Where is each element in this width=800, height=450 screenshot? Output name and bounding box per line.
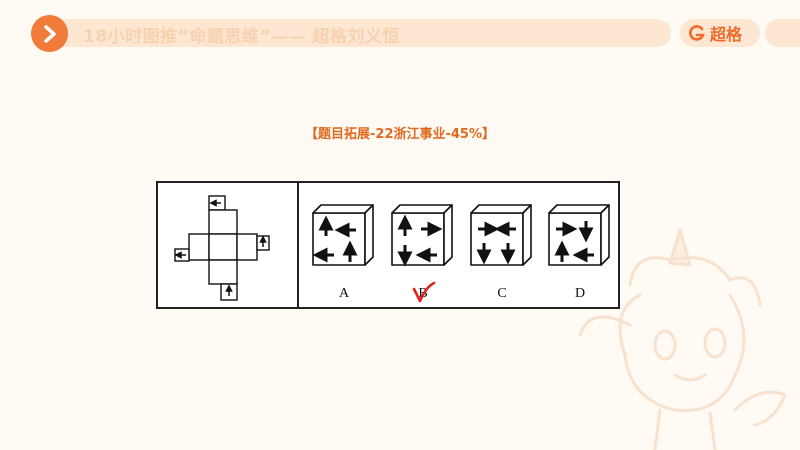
next-button[interactable] [31,15,68,52]
cube-net [174,195,270,301]
option-b-arrows [397,214,443,267]
net-arrows [174,199,267,296]
brand-pill [680,19,760,47]
option-a-label: A [339,286,350,301]
brand-logo: 超格 [688,20,742,46]
check-mark-icon [412,281,436,303]
brand-name: 超格 [710,25,743,44]
brand-pill-right [765,19,800,47]
puzzle-figure: A B C D [156,181,620,309]
mascot-icon [578,228,787,450]
arrow-right-icon [43,24,56,43]
brand-logo-icon [689,25,705,41]
option-d-label: D [575,286,585,301]
header-bar: 18小时图推“命题思维”—— 超格刘义恒 [55,19,671,47]
option-c-cube [470,204,532,266]
option-c-label: C [497,286,506,301]
option-c-arrows [476,221,516,265]
puzzle-drawing: A B C D [174,183,610,307]
header-title: 18小时图推“命题思维”—— 超格刘义恒 [83,27,400,47]
option-a-arrows [312,215,358,263]
option-d-arrows [554,221,594,263]
option-d-cube [548,204,610,266]
option-b-cube [391,204,453,266]
question-source: 【题目拓展-22浙江事业-45%】 [305,127,495,142]
